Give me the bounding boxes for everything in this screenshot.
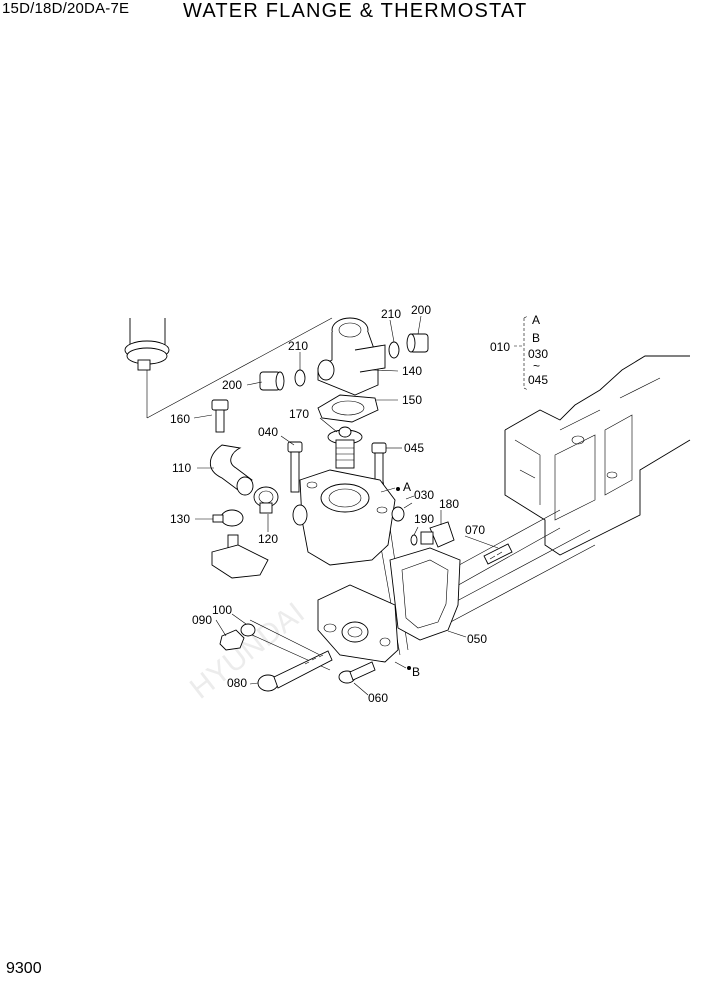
- label-045: 045: [404, 441, 424, 455]
- bolt-060: [338, 661, 376, 684]
- label-040: 040: [258, 425, 278, 439]
- label-200-right: 200: [411, 303, 431, 317]
- label-130: 130: [170, 512, 190, 526]
- nut-090: [219, 629, 245, 651]
- label-210-right: 210: [381, 307, 401, 321]
- label-090: 090: [192, 613, 212, 627]
- thermostat-housing: [292, 469, 396, 566]
- bolt-040: [287, 441, 303, 493]
- page-number: 9300: [6, 960, 42, 977]
- washer-210-right: [388, 341, 400, 359]
- label-150: 150: [402, 393, 422, 407]
- temperature-sensor: [420, 521, 455, 548]
- label-100: 100: [212, 603, 232, 617]
- gasket-050: [389, 547, 461, 641]
- hose-clamp-130: [212, 509, 244, 527]
- label-140: 140: [402, 364, 422, 378]
- label-180: 180: [439, 497, 459, 511]
- label-ref-a: A: [403, 480, 411, 494]
- label-070: 070: [465, 523, 485, 537]
- washer-100: [240, 623, 256, 637]
- plug-200-right: [406, 333, 429, 353]
- label-160: 160: [170, 412, 190, 426]
- plug-200-left: [259, 371, 285, 391]
- group-010-b: B: [532, 331, 540, 345]
- washer-210-left: [294, 369, 306, 387]
- ref-dot-a: [396, 487, 400, 491]
- engine-block: [504, 355, 691, 556]
- label-ref-b: B: [412, 665, 420, 679]
- stud-070: [483, 543, 513, 565]
- label-030: 030: [414, 488, 434, 502]
- radiator-hose-end: [124, 317, 333, 419]
- washer-190: [410, 534, 418, 546]
- gasket-150: [317, 394, 379, 423]
- label-010: 010: [490, 340, 510, 354]
- bolt-080: [257, 650, 333, 692]
- group-010-tilde: ~: [533, 359, 540, 373]
- bolt-160: [211, 399, 229, 433]
- label-060: 060: [368, 691, 388, 705]
- plug-030: [391, 506, 405, 522]
- label-080: 080: [227, 676, 247, 690]
- water-flange: [317, 584, 399, 663]
- ref-dot-b: [407, 666, 411, 670]
- label-110: 110: [172, 461, 191, 475]
- bypass-pipe-flange: [211, 534, 269, 579]
- group-010-from: 030: [528, 347, 548, 361]
- label-190: 190: [414, 512, 434, 526]
- label-170: 170: [289, 407, 309, 421]
- bypass-hose: [209, 444, 254, 496]
- thermostat: [327, 426, 363, 469]
- label-210-left: 210: [288, 339, 308, 353]
- group-010-a: A: [532, 313, 540, 327]
- label-120: 120: [258, 532, 278, 546]
- label-050: 050: [467, 632, 487, 646]
- model-code: 15D/18D/20DA-7E: [2, 0, 130, 17]
- label-200-left: 200: [222, 378, 242, 392]
- water-outlet-elbow: [317, 317, 386, 396]
- hose-clamp-120: [253, 486, 279, 514]
- page-title: WATER FLANGE & THERMOSTAT: [183, 0, 528, 22]
- group-010-to: 045: [528, 373, 548, 387]
- leader-lines: [193, 315, 529, 696]
